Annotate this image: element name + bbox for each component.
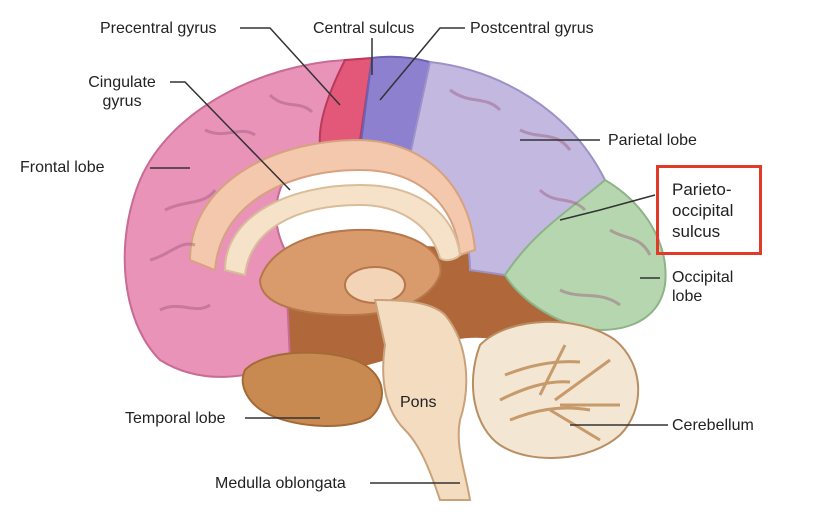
label-temporal-lobe: Temporal lobe: [125, 410, 226, 427]
label-central-sulcus: Central sulcus: [313, 20, 415, 37]
label-cingulate-line-1: Cingulate: [88, 74, 156, 91]
label-cingulate-line-2: gyrus: [102, 93, 142, 110]
label-parieto-line-1: Parieto-: [672, 180, 732, 199]
leader-cingulate: [170, 81, 291, 191]
label-cerebellum: Cerebellum: [672, 417, 754, 434]
label-postcentral-gyrus: Postcentral gyrus: [470, 20, 594, 37]
label-pons: Pons: [400, 394, 437, 411]
label-parieto-occipital-sulcus: Parieto- occipital sulcus: [672, 179, 733, 242]
thalamus-oval: [344, 266, 406, 304]
cerebellum-region: [472, 320, 640, 459]
frontal-lobe-region: [123, 58, 367, 378]
label-cingulate-gyrus: Cingulate gyrus: [80, 73, 164, 111]
label-parieto-line-3: sulcus: [672, 222, 721, 241]
label-frontal-lobe: Frontal lobe: [20, 159, 105, 176]
cerebellum-arbor: [499, 344, 620, 442]
label-precentral-gyrus: Precentral gyrus: [100, 20, 217, 37]
leader-lines: [150, 27, 668, 484]
leader-postcentral: [379, 27, 465, 101]
label-parieto-line-2: occipital: [672, 201, 734, 220]
leader-parieto-occipital: [559, 194, 656, 221]
corpus-callosum-region: [223, 183, 462, 277]
brainstem-region: [373, 298, 472, 501]
label-parietal-lobe: Parietal lobe: [608, 132, 697, 149]
temporal-lobe-region: [241, 351, 383, 427]
label-medulla-oblongata: Medulla oblongata: [215, 475, 346, 492]
label-occipital-lobe: Occipital lobe: [672, 268, 733, 306]
highlight-box: [656, 165, 762, 255]
label-occipital-line-1: Occipital: [672, 269, 734, 286]
label-occipital-line-2: lobe: [672, 288, 703, 305]
gyri-texture: [149, 88, 652, 312]
leader-precentral: [240, 27, 341, 106]
